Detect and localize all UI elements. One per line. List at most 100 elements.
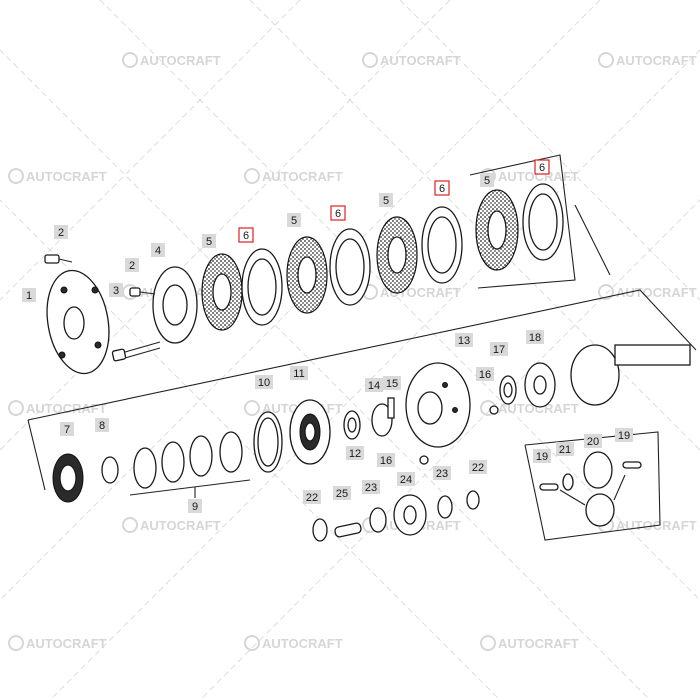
part-5-friction-disc-d <box>475 189 519 271</box>
callout-21: 21 <box>556 442 574 456</box>
part-6-steel-disc-c <box>421 206 463 284</box>
callout-22: 22 <box>469 460 487 474</box>
part-21-washer <box>562 473 574 491</box>
svg-text:AUTOCRAFT: AUTOCRAFT <box>262 169 343 184</box>
svg-text:23: 23 <box>436 468 448 480</box>
callout-20: 20 <box>584 434 602 448</box>
callout-10: 10 <box>255 375 273 389</box>
svg-text:AUTOCRAFT: AUTOCRAFT <box>140 518 221 533</box>
callout-5: 5 <box>480 173 494 187</box>
part-17-washer <box>499 375 517 405</box>
svg-text:9: 9 <box>192 501 198 513</box>
svg-text:AUTOCRAFT: AUTOCRAFT <box>262 636 343 651</box>
callout-2: 2 <box>125 258 139 272</box>
part-7-gear <box>52 453 84 503</box>
part-2-bolt-b <box>129 287 156 297</box>
part-20-gear <box>583 451 613 489</box>
svg-text:14: 14 <box>368 380 380 392</box>
callout-2: 2 <box>54 225 68 239</box>
svg-text:AUTOCRAFT: AUTOCRAFT <box>498 636 579 651</box>
callout-3: 3 <box>109 283 123 297</box>
callout-22: 22 <box>303 490 321 504</box>
watermark-logo: AUTOCRAFT <box>8 400 107 416</box>
callout-15: 15 <box>383 376 401 390</box>
part-5-friction-disc-b <box>286 236 328 314</box>
svg-text:AUTOCRAFT: AUTOCRAFT <box>616 53 697 68</box>
part-5-friction-disc-c <box>376 216 418 294</box>
part-23-bearing-b <box>437 495 453 519</box>
watermark-logo: AUTOCRAFT <box>8 168 107 184</box>
watermark-logo: AUTOCRAFT <box>122 52 221 68</box>
watermark-logo: AUTOCRAFT <box>244 635 343 651</box>
part-19-pin-b <box>622 461 642 469</box>
part-16-ball <box>419 455 429 465</box>
svg-text:25: 25 <box>336 488 348 500</box>
callout-8: 8 <box>95 418 109 432</box>
svg-text:19: 19 <box>536 451 548 463</box>
svg-text:15: 15 <box>386 378 398 390</box>
watermark-logo: AUTOCRAFT <box>8 635 107 651</box>
part-19-pin-a <box>539 483 559 491</box>
callouts: 2 1 4 2 3 5 6 5 6 5 6 5 6 13 17 18 14 15… <box>22 159 633 513</box>
svg-text:2: 2 <box>58 227 64 239</box>
svg-text:3: 3 <box>113 285 119 297</box>
svg-text:2: 2 <box>129 260 135 272</box>
part-22-washer-b <box>466 490 480 510</box>
part-13-housing <box>405 362 471 448</box>
callout-5: 5 <box>379 193 393 207</box>
watermark-logo: AUTOCRAFT <box>480 635 579 651</box>
callout-24: 24 <box>397 472 415 486</box>
part-14-bushing <box>371 403 393 437</box>
callout-12: 12 <box>346 446 364 460</box>
svg-text:21: 21 <box>559 444 571 456</box>
callout-6: 6 <box>534 159 550 175</box>
svg-text:5: 5 <box>206 236 212 248</box>
frame-lines <box>27 154 697 541</box>
part-6-steel-disc-a <box>241 248 283 326</box>
svg-text:5: 5 <box>383 195 389 207</box>
watermark-logo: AUTOCRAFT <box>362 52 461 68</box>
svg-text:19: 19 <box>618 430 630 442</box>
callout-13: 13 <box>455 333 473 347</box>
svg-text:AUTOCRAFT: AUTOCRAFT <box>380 53 461 68</box>
svg-text:23: 23 <box>365 482 377 494</box>
svg-text:5: 5 <box>291 215 297 227</box>
svg-text:5: 5 <box>484 175 490 187</box>
part-24-gear <box>393 494 427 536</box>
callout-4: 4 <box>151 243 165 257</box>
svg-text:22: 22 <box>472 462 484 474</box>
svg-text:AUTOCRAFT: AUTOCRAFT <box>498 169 579 184</box>
svg-text:16: 16 <box>380 455 392 467</box>
svg-text:16: 16 <box>479 369 491 381</box>
watermark-logo: AUTOCRAFT <box>598 284 697 300</box>
svg-text:7: 7 <box>64 424 70 436</box>
part-22-washer-a <box>312 518 328 542</box>
svg-text:6: 6 <box>243 230 249 242</box>
watermark-logo: AUTOCRAFT <box>598 52 697 68</box>
svg-text:13: 13 <box>458 335 470 347</box>
callout-7: 7 <box>60 422 74 436</box>
svg-text:8: 8 <box>99 420 105 432</box>
part-9-shims <box>133 431 243 489</box>
callout-6: 6 <box>238 227 254 243</box>
part-2-bolt <box>44 254 73 264</box>
svg-text:AUTOCRAFT: AUTOCRAFT <box>26 636 107 651</box>
part-6-steel-disc-b <box>329 228 371 306</box>
svg-text:AUTOCRAFT: AUTOCRAFT <box>498 401 579 416</box>
svg-text:24: 24 <box>400 474 412 486</box>
callout-17: 17 <box>490 342 508 356</box>
callout-23: 23 <box>362 480 380 494</box>
part-bearing-cage <box>559 474 626 527</box>
watermark-logo: AUTOCRAFT <box>362 284 461 300</box>
part-1-clutch-hub <box>46 269 110 375</box>
callout-11: 11 <box>290 366 308 380</box>
svg-text:AUTOCRAFT: AUTOCRAFT <box>140 53 221 68</box>
part-3-long-bolt <box>111 341 161 362</box>
part-5-friction-disc-a <box>201 253 243 331</box>
part-15-pin <box>387 397 395 419</box>
part-25-pin <box>334 522 362 538</box>
svg-text:AUTOCRAFT: AUTOCRAFT <box>26 169 107 184</box>
callout-25: 25 <box>333 486 351 500</box>
callout-16: 16 <box>476 367 494 381</box>
